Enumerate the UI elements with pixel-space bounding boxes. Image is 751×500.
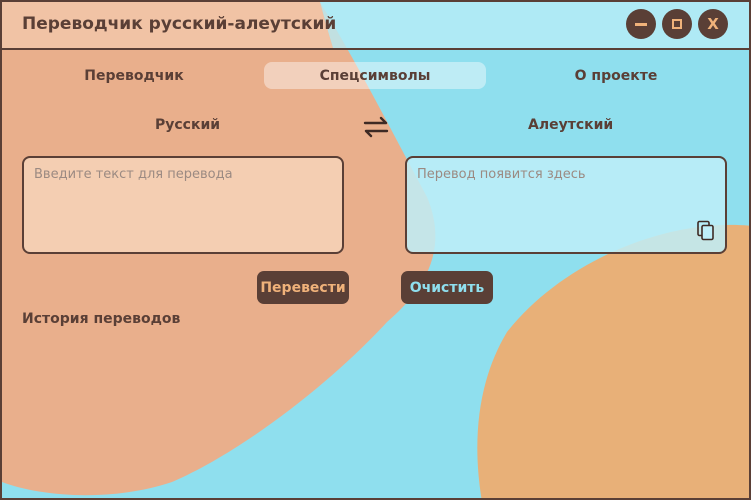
tab-special-symbols[interactable]: Спецсимволы xyxy=(264,62,486,89)
tab-about[interactable]: О проекте xyxy=(574,67,658,84)
title-bar: Переводчик русский-алеутский X xyxy=(2,2,749,50)
window-title: Переводчик русский-алеутский xyxy=(22,14,337,34)
orange-blob xyxy=(477,224,749,498)
translation-output[interactable] xyxy=(405,156,727,254)
tab-translator[interactable]: Переводчик xyxy=(84,67,184,84)
copy-icon[interactable] xyxy=(696,220,716,242)
maximize-button[interactable] xyxy=(662,9,692,39)
minimize-button[interactable] xyxy=(626,9,656,39)
clear-button[interactable]: Очистить xyxy=(401,271,493,304)
close-icon: X xyxy=(707,15,719,33)
close-button[interactable]: X xyxy=(698,9,728,39)
swap-arrows-icon[interactable] xyxy=(361,115,391,139)
source-language-label: Русский xyxy=(155,117,221,133)
source-text-input[interactable] xyxy=(22,156,344,254)
maximize-icon xyxy=(672,19,682,29)
history-title: История переводов xyxy=(22,311,181,327)
translate-button[interactable]: Перевести xyxy=(257,271,349,304)
minimize-icon xyxy=(635,22,647,26)
target-language-label: Алеутский xyxy=(528,117,614,133)
